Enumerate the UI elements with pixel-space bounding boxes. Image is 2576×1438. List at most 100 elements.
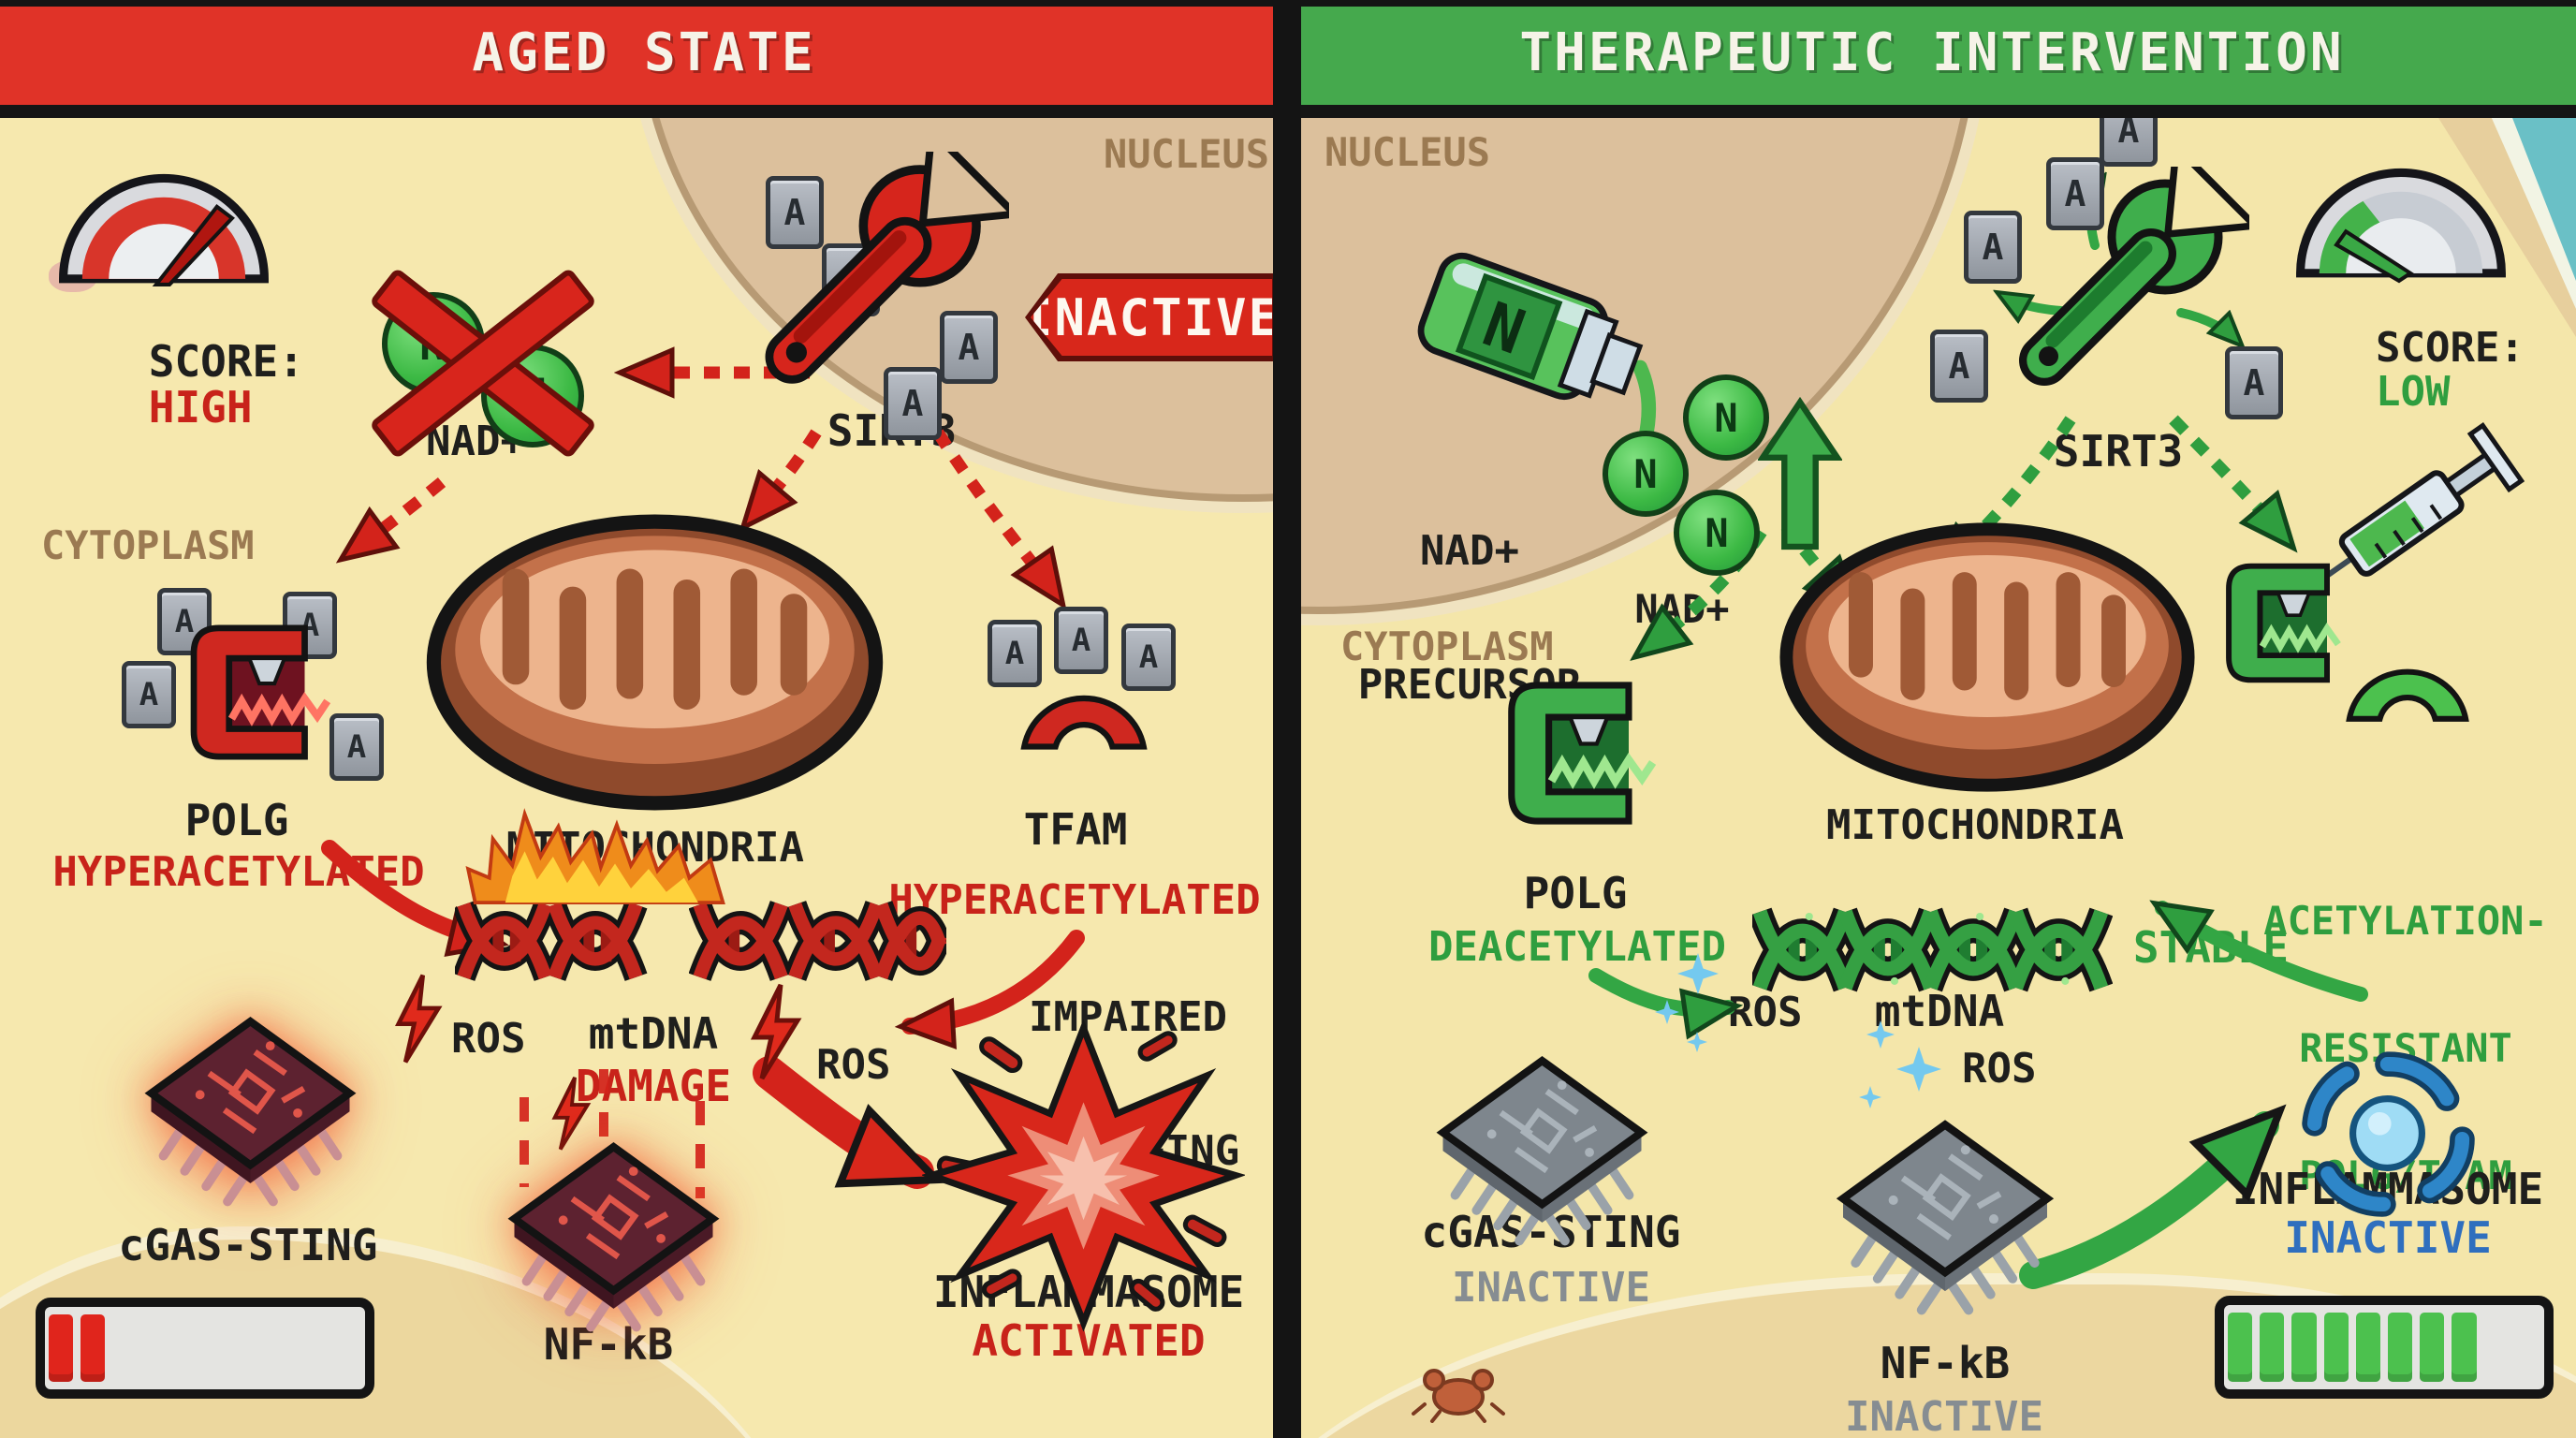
inflammasome-explosion-icon	[922, 1019, 1245, 1332]
mtdna-damaged-helix-icon	[689, 882, 946, 1000]
protection-arrows	[1588, 182, 2368, 1289]
nfkb-chip-inactive-icon	[1823, 1112, 2067, 1316]
sparkle-icon	[1896, 1047, 1941, 1092]
lifespan-segment	[80, 1314, 106, 1382]
acetyl-block-icon: A	[157, 588, 212, 655]
tfam-status: HYPERACETYLATED	[888, 876, 1261, 924]
nfkb-label: NF-kB	[1880, 1338, 2011, 1388]
nfkb-chip-active-icon	[494, 1135, 733, 1333]
acetyl-block-icon: A	[1930, 330, 1988, 403]
lifespan-bar	[36, 1298, 374, 1399]
acetyl-block-icon: A	[122, 661, 176, 728]
lifespan-segment	[2228, 1313, 2253, 1382]
acetyl-block-icon: A	[766, 176, 824, 249]
lifespan-segment	[2355, 1313, 2381, 1382]
acetyl-block-icon: A	[1964, 211, 2022, 284]
cgas-sting-chip-inactive-icon	[1423, 1049, 1661, 1247]
lifespan-segment	[272, 1314, 297, 1382]
polg-label: POLG	[184, 795, 289, 845]
sirt3-status: INACTIVE	[1031, 279, 1272, 356]
tfam-label: TFAM	[1023, 804, 1128, 855]
sparkle-icon	[1677, 953, 1719, 994]
lifespan-segment	[49, 1314, 74, 1382]
lifespan-segment	[2484, 1313, 2509, 1382]
ros-label: ROS	[816, 1041, 891, 1089]
polg-resistant-green-icon	[2211, 550, 2356, 696]
sparkle-icon	[1655, 1000, 1679, 1024]
mitochondria-icon	[423, 506, 886, 819]
therapeutic-header: THERAPEUTIC INTERVENTION	[1288, 0, 2576, 118]
acetyl-block-icon: A	[2225, 346, 2283, 419]
senescence-gauge-high-icon	[47, 148, 281, 290]
panel-divider	[1273, 0, 1301, 1438]
sparkle-icon	[1687, 1032, 1707, 1052]
acetyl-block-icon: A	[1054, 607, 1108, 674]
aged-state-title: AGED STATE	[472, 22, 816, 83]
mitochondria-label: MITOCHONDRIA	[1826, 801, 2124, 849]
cgas-sting-chip-active-icon	[131, 1009, 370, 1208]
inflammasome-status: INACTIVE	[2284, 1212, 2492, 1263]
mitochondria-icon	[1777, 517, 2198, 798]
cgas-sting-label: cGAS-STING	[118, 1220, 378, 1270]
sparkle-icon	[1859, 1086, 1881, 1108]
senescence-gauge-low-icon	[2284, 142, 2518, 285]
lifespan-segment	[112, 1314, 137, 1382]
score-label: SCORE:	[148, 335, 304, 387]
top-border	[0, 0, 2576, 7]
cgas-sting-status: INACTIVE	[1452, 1264, 1650, 1312]
score-label: SCORE:	[2375, 323, 2525, 372]
lifespan-segment	[2291, 1313, 2317, 1382]
cytoplasm-label: CYTOPLASM	[1340, 624, 1554, 669]
nad-molecule-icon: N	[1674, 490, 1760, 576]
acetyl-block-icon: A	[884, 367, 942, 440]
red-x-icon	[356, 245, 599, 470]
nad-molecule-icon: N	[1603, 431, 1689, 517]
crab-icon	[1412, 1356, 1505, 1423]
ros-lightning-icon	[749, 981, 805, 1084]
lifespan-segment	[209, 1314, 233, 1382]
tfam-resistant-green-icon	[2333, 625, 2482, 730]
nfkb-status: INACTIVE	[1845, 1393, 2043, 1438]
inflammasome-swirl-icon	[2291, 1047, 2483, 1220]
ros-lightning-icon	[550, 1073, 593, 1155]
score-line: SCORE: LOW	[2276, 281, 2576, 459]
sirt3-inactive-badge: INACTIVE	[1025, 273, 1278, 361]
lifespan-segment	[2260, 1313, 2285, 1382]
lifespan-segment	[2420, 1313, 2445, 1382]
mtdna-stable-helix-icon	[1752, 888, 2113, 1012]
lifespan-segment	[145, 1314, 169, 1382]
mtdna-label: mtDNA	[1874, 986, 2005, 1036]
nfkb-label: NF-kB	[543, 1319, 674, 1370]
ros-lightning-icon	[393, 972, 446, 1067]
acetyl-block-icon: A	[329, 713, 384, 781]
polg-enzyme-green-icon	[1490, 667, 1663, 840]
aged-state-header: AGED STATE	[0, 0, 1288, 118]
ros-label: ROS	[451, 1015, 526, 1063]
increase-arrow-icon	[1758, 391, 1842, 555]
score-value: HIGH	[148, 382, 253, 433]
nad-molecule-icon: N	[1683, 374, 1769, 461]
nucleus-label: NUCLEUS	[1103, 131, 1269, 177]
polg-status: DEACETYLATED	[1428, 923, 1726, 971]
lifespan-segment	[2516, 1313, 2540, 1382]
mtdna-label: mtDNA	[588, 1008, 719, 1059]
ros-label: ROS	[1962, 1045, 2037, 1093]
polg-enzyme-red-icon	[167, 610, 344, 774]
score-line: SCORE: HIGH	[45, 292, 447, 478]
heat-dashes	[520, 1069, 705, 1198]
acetyl-block-icon: A	[1121, 624, 1176, 691]
nucleus-label: NUCLEUS	[1325, 129, 1491, 175]
lifespan-bar	[2215, 1296, 2554, 1399]
acetyl-block-icon: A	[988, 620, 1042, 687]
polg-label: POLG	[1523, 868, 1628, 918]
sirt3-wrench-green-icon	[2011, 167, 2249, 405]
tfam-protein-red-icon	[1009, 651, 1159, 758]
lifespan-segment	[2323, 1313, 2349, 1382]
therapeutic-title: THERAPEUTIC INTERVENTION	[1519, 22, 2345, 83]
sirt3-wrench-red-icon	[756, 152, 1009, 404]
lifespan-segment	[2388, 1313, 2413, 1382]
lifespan-segment	[305, 1314, 329, 1382]
lifespan-segment	[241, 1314, 265, 1382]
lifespan-segment	[2452, 1313, 2477, 1382]
